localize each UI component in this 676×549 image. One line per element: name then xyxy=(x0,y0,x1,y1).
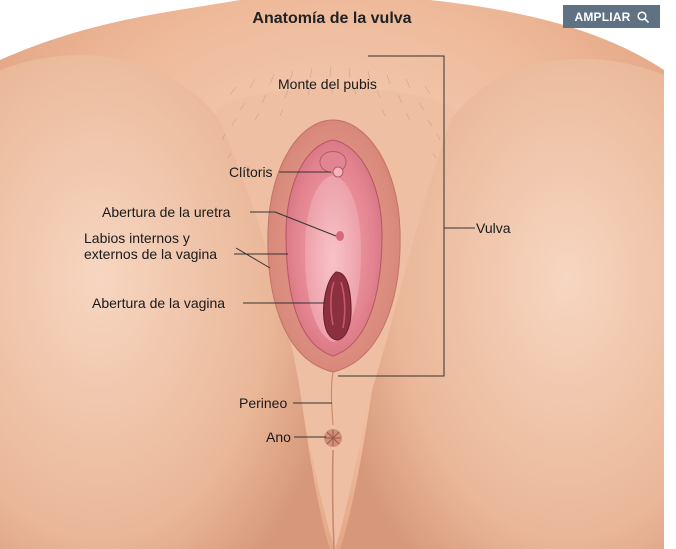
label-labia-line2: externos de la vagina xyxy=(84,246,218,262)
zoom-button-label: AMPLIAR xyxy=(574,9,631,24)
label-perineum: Perineo xyxy=(239,395,288,411)
label-labia-line1: Labios internos y xyxy=(84,230,190,246)
zoom-button[interactable]: AMPLIAR xyxy=(563,5,660,28)
vulva-bracket xyxy=(338,55,445,377)
label-anus: Ano xyxy=(266,429,291,445)
label-vaginal-opening: Abertura de la vagina xyxy=(92,295,226,311)
label-vulva: Vulva xyxy=(476,220,511,236)
page-margin xyxy=(664,0,676,549)
leader-lines xyxy=(234,171,475,438)
label-urethra-opening: Abertura de la uretra xyxy=(102,204,231,220)
figure-title: Anatomía de la vulva xyxy=(252,10,412,27)
search-icon xyxy=(636,10,649,23)
pubic-hair-texture xyxy=(221,66,441,159)
label-clitoris: Clítoris xyxy=(229,164,273,180)
anus-texture xyxy=(325,430,341,446)
label-mons-pubis: Monte del pubis xyxy=(278,76,377,92)
